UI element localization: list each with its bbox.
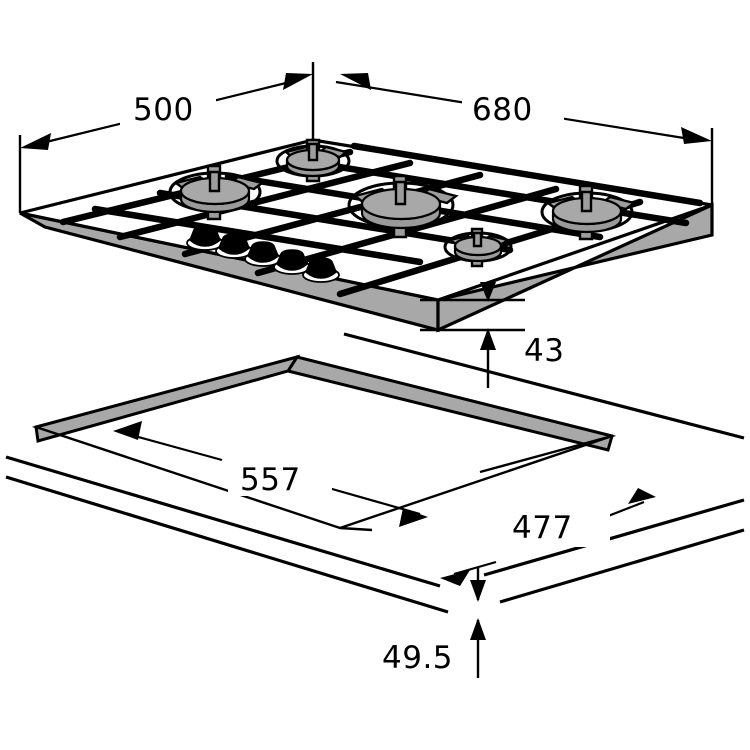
arrow-head xyxy=(480,328,496,350)
control-knob[interactable] xyxy=(273,249,311,275)
dimension-label-cutout-depth: 477 xyxy=(512,510,573,546)
arrow-head xyxy=(399,508,428,527)
worktop-edge-line-3 xyxy=(483,498,745,577)
arrow-head xyxy=(470,580,486,602)
dimension-label-depth: 500 xyxy=(133,92,194,128)
dimension-label-width: 680 xyxy=(472,92,533,128)
cutout-left-rim-band xyxy=(34,354,301,443)
control-knob[interactable] xyxy=(215,233,253,259)
burner-front-small xyxy=(443,227,513,268)
burner-center-wok xyxy=(347,174,459,239)
dimension-width-680: 680 xyxy=(335,73,714,235)
control-knob-row xyxy=(186,225,340,283)
worktop-edge-line-2 xyxy=(5,475,449,614)
cutout-corner-link-1 xyxy=(479,434,613,474)
arrow-head xyxy=(470,618,486,640)
burner-left-large xyxy=(168,164,265,221)
dimension-label-cutout-width: 557 xyxy=(240,462,301,498)
arrow-head xyxy=(440,570,470,586)
arrow-head xyxy=(681,127,712,144)
control-knob[interactable] xyxy=(244,241,282,267)
cutout-rear-rim-band xyxy=(285,355,614,452)
burner-right-large xyxy=(540,184,637,241)
dimension-height-43: 43 xyxy=(420,282,564,388)
cutout-corner-link-2 xyxy=(339,526,373,532)
worktop-edge-line-5 xyxy=(343,332,745,440)
worktop-edge-line-4 xyxy=(499,528,745,604)
arrow-head xyxy=(480,282,496,302)
dimension-cutout-557: 557 xyxy=(113,421,428,527)
dimension-depth-500: 500 xyxy=(18,62,315,213)
arrow-head xyxy=(628,488,656,504)
control-knob[interactable] xyxy=(302,257,340,283)
dimension-label-radius: 49.5 xyxy=(382,640,453,676)
dimension-label-height: 43 xyxy=(524,333,564,369)
worktop-cutout-view xyxy=(5,332,745,614)
dimension-radius-49-5: 49.5 xyxy=(382,568,486,678)
arrow-head xyxy=(283,73,313,90)
arrow-head xyxy=(20,133,51,150)
arrow-head xyxy=(340,73,371,90)
burner-rear-center xyxy=(275,138,351,183)
worktop-edge-line-1 xyxy=(5,455,441,588)
cooktop-isometric-view xyxy=(19,138,714,333)
arrow-head xyxy=(113,421,142,440)
dimension-cutout-477: 477 xyxy=(440,488,656,586)
